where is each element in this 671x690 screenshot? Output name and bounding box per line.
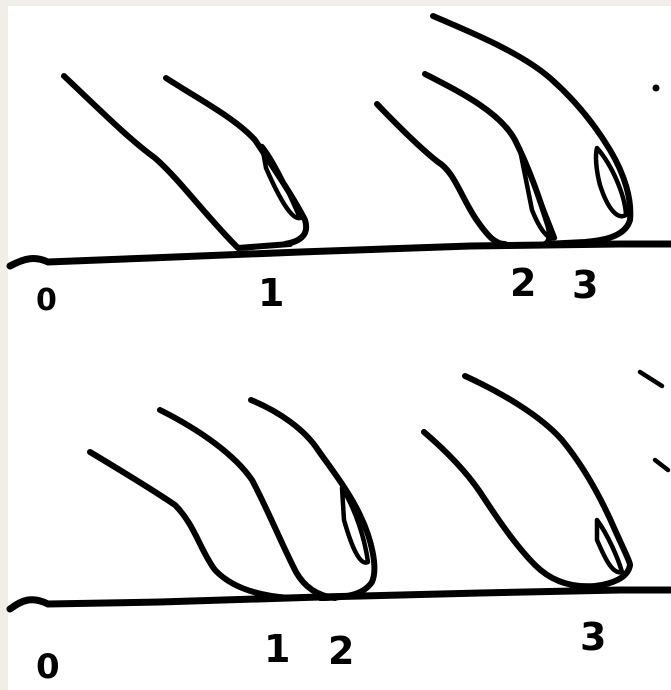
top-finger-1 <box>61 73 310 251</box>
top-label-1: 1 <box>258 271 285 315</box>
top-finger-3 <box>430 13 634 247</box>
bottom-stray-stroke-upper <box>637 369 665 389</box>
bottom-baseline <box>6 586 671 613</box>
bottom-finger-2 <box>248 397 378 601</box>
bottom-label-2: 2 <box>328 629 355 673</box>
top-panel <box>6 13 671 270</box>
bottom-finger-3 <box>421 373 633 590</box>
bottom-stray-stroke-lower <box>652 457 671 473</box>
top-label-3: 3 <box>572 263 599 307</box>
drawing-sheet <box>8 6 671 690</box>
top-label-0: 0 <box>36 283 57 318</box>
bottom-finger-1 <box>87 407 338 601</box>
bottom-label-0: 0 <box>36 647 60 687</box>
bottom-panel <box>6 369 671 613</box>
top-finger-2 <box>374 71 558 247</box>
top-baseline <box>6 240 671 270</box>
bottom-label-1: 1 <box>264 627 291 671</box>
top-stray-dot <box>652 84 660 92</box>
top-label-2: 2 <box>510 261 537 305</box>
bottom-label-3: 3 <box>580 615 607 659</box>
